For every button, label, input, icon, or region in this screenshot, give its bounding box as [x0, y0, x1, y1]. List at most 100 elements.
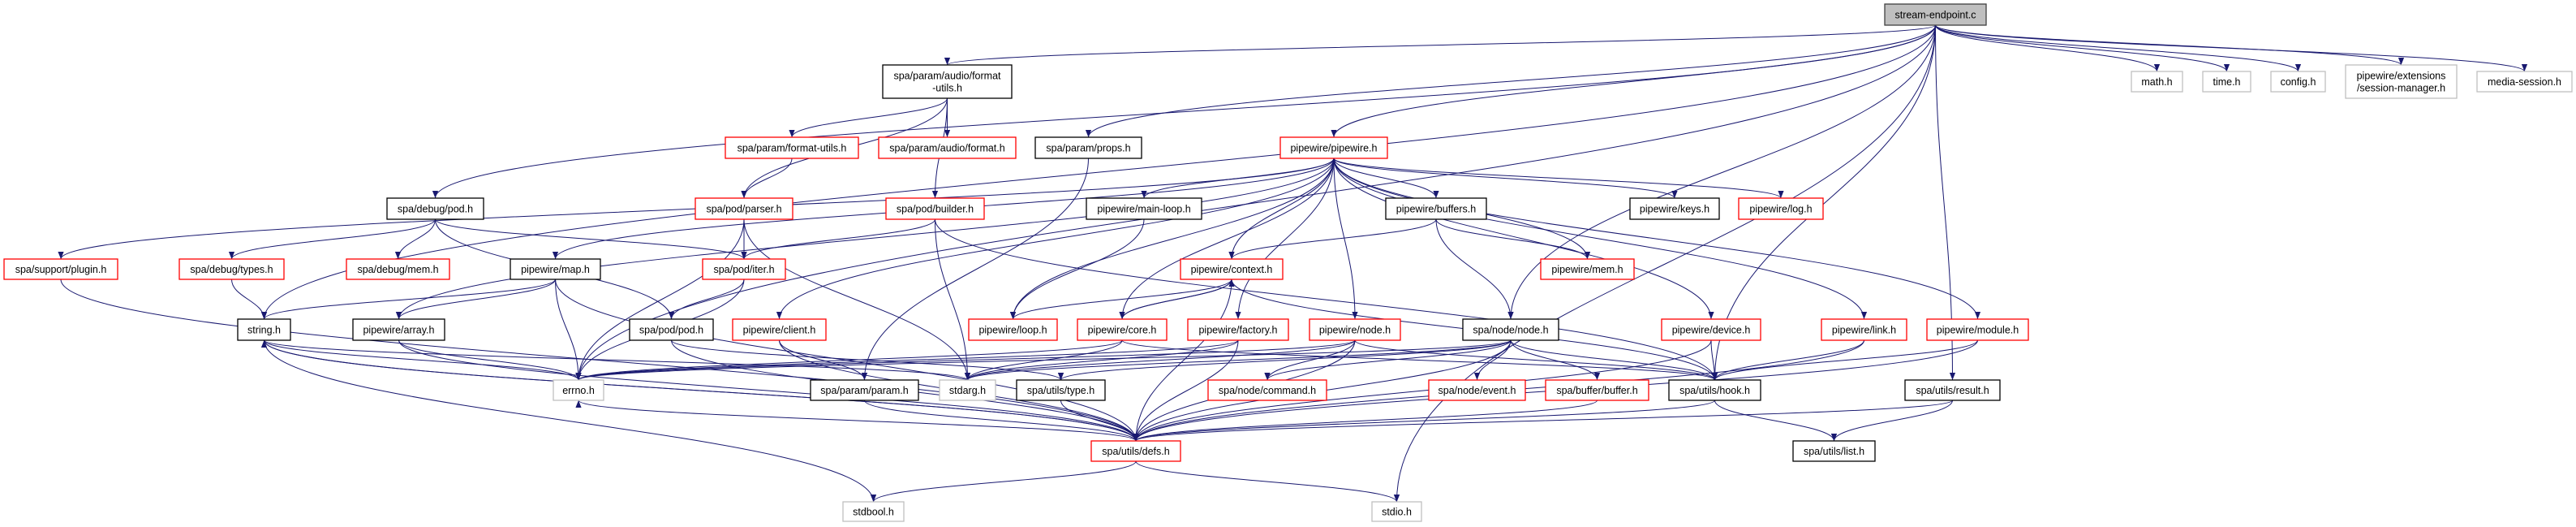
node-box[interactable]: [510, 258, 601, 280]
node-box[interactable]: [939, 379, 996, 401]
node-box[interactable]: [1016, 379, 1106, 401]
node-param[interactable]: spa/param/param.h: [810, 379, 919, 401]
node-box[interactable]: [1371, 501, 1422, 522]
node-buffers[interactable]: pipewire/buffers.h: [1385, 197, 1487, 220]
node-box[interactable]: [629, 318, 714, 341]
node-spanode[interactable]: spa/node/node.h: [1462, 318, 1559, 341]
node-box[interactable]: [1309, 318, 1401, 341]
node-root[interactable]: stream-endpoint.c: [1884, 3, 1987, 26]
node-list[interactable]: spa/utils/list.h: [1792, 440, 1876, 462]
node-fmtutils[interactable]: spa/param/format-utils.h: [725, 136, 859, 159]
node-box[interactable]: [1540, 258, 1635, 280]
node-context[interactable]: pipewire/context.h: [1180, 258, 1284, 280]
node-parser[interactable]: spa/pod/parser.h: [695, 197, 793, 220]
node-defs[interactable]: spa/utils/defs.h: [1090, 440, 1181, 462]
node-result[interactable]: spa/utils/result.h: [1904, 379, 2001, 401]
node-event[interactable]: spa/node/event.h: [1428, 379, 1526, 401]
node-time[interactable]: time.h: [2202, 71, 2251, 93]
node-box[interactable]: [810, 379, 919, 401]
node-box[interactable]: [885, 197, 985, 220]
node-box[interactable]: [725, 136, 859, 159]
node-pod[interactable]: spa/pod/pod.h: [629, 318, 714, 341]
node-errno[interactable]: errno.h: [553, 379, 604, 401]
node-afmt[interactable]: spa/param/audio/format.h: [878, 136, 1017, 159]
node-box[interactable]: [968, 318, 1058, 341]
node-box[interactable]: [695, 197, 793, 220]
node-factory[interactable]: pipewire/factory.h: [1187, 318, 1289, 341]
node-stdbool[interactable]: stdbool.h: [842, 501, 905, 522]
node-box[interactable]: [1428, 379, 1526, 401]
node-map[interactable]: pipewire/map.h: [510, 258, 601, 280]
node-box[interactable]: [878, 136, 1017, 159]
node-box[interactable]: [1385, 197, 1487, 220]
node-debugpod[interactable]: spa/debug/pod.h: [386, 197, 484, 220]
node-box[interactable]: [2270, 71, 2326, 93]
node-string[interactable]: string.h: [237, 318, 291, 341]
node-plugin[interactable]: spa/support/plugin.h: [3, 258, 118, 280]
node-box[interactable]: [2202, 71, 2251, 93]
node-loop[interactable]: pipewire/loop.h: [968, 318, 1058, 341]
node-client[interactable]: pipewire/client.h: [732, 318, 827, 341]
node-box[interactable]: [3, 258, 118, 280]
node-stdarg[interactable]: stdarg.h: [939, 379, 996, 401]
node-box[interactable]: [702, 258, 786, 280]
node-box[interactable]: [1207, 379, 1327, 401]
node-box[interactable]: [237, 318, 291, 341]
node-pwnode[interactable]: pipewire/node.h: [1309, 318, 1401, 341]
node-dmem[interactable]: spa/debug/mem.h: [346, 258, 450, 280]
node-afmtutils[interactable]: spa/param/audio/format-utils.h: [882, 64, 1013, 99]
node-mainloop[interactable]: pipewire/main-loop.h: [1086, 197, 1202, 220]
node-box[interactable]: [1738, 197, 1824, 220]
node-device[interactable]: pipewire/device.h: [1661, 318, 1761, 341]
node-type[interactable]: spa/utils/type.h: [1016, 379, 1106, 401]
node-array[interactable]: pipewire/array.h: [352, 318, 445, 341]
node-mediasess[interactable]: media-session.h: [2476, 71, 2573, 93]
node-box[interactable]: [178, 258, 285, 280]
node-box[interactable]: [2345, 64, 2458, 99]
node-props[interactable]: spa/param/props.h: [1034, 136, 1142, 159]
node-box[interactable]: [1545, 379, 1649, 401]
node-box[interactable]: [1668, 379, 1761, 401]
node-box[interactable]: [1821, 318, 1907, 341]
node-math[interactable]: math.h: [2131, 71, 2183, 93]
node-box[interactable]: [732, 318, 827, 341]
node-dtypes[interactable]: spa/debug/types.h: [178, 258, 285, 280]
node-box[interactable]: [352, 318, 445, 341]
node-sessmgr[interactable]: pipewire/extensions/session-manager.h: [2345, 64, 2458, 99]
node-box[interactable]: [1086, 197, 1202, 220]
node-box[interactable]: [1926, 318, 2029, 341]
node-hook[interactable]: spa/utils/hook.h: [1668, 379, 1761, 401]
node-stdio[interactable]: stdio.h: [1371, 501, 1422, 522]
node-box[interactable]: [882, 64, 1013, 99]
node-iter[interactable]: spa/pod/iter.h: [702, 258, 786, 280]
node-box[interactable]: [553, 379, 604, 401]
node-box[interactable]: [1792, 440, 1876, 462]
node-box[interactable]: [346, 258, 450, 280]
node-log[interactable]: pipewire/log.h: [1738, 197, 1824, 220]
node-buffer[interactable]: spa/buffer/buffer.h: [1545, 379, 1649, 401]
node-core[interactable]: pipewire/core.h: [1077, 318, 1168, 341]
node-box[interactable]: [842, 501, 905, 522]
node-keys[interactable]: pipewire/keys.h: [1629, 197, 1720, 220]
node-box[interactable]: [1661, 318, 1761, 341]
node-box[interactable]: [1884, 3, 1987, 26]
node-box[interactable]: [1077, 318, 1168, 341]
node-box[interactable]: [1279, 136, 1388, 159]
node-link[interactable]: pipewire/link.h: [1821, 318, 1907, 341]
node-mem[interactable]: pipewire/mem.h: [1540, 258, 1635, 280]
node-box[interactable]: [1629, 197, 1720, 220]
node-box[interactable]: [1180, 258, 1284, 280]
node-box[interactable]: [1090, 440, 1181, 462]
node-box[interactable]: [1904, 379, 2001, 401]
node-module[interactable]: pipewire/module.h: [1926, 318, 2029, 341]
node-box[interactable]: [1462, 318, 1559, 341]
node-box[interactable]: [1187, 318, 1289, 341]
node-box[interactable]: [2476, 71, 2573, 93]
node-pipewire[interactable]: pipewire/pipewire.h: [1279, 136, 1388, 159]
node-box[interactable]: [1034, 136, 1142, 159]
node-builder[interactable]: spa/pod/builder.h: [885, 197, 985, 220]
node-command[interactable]: spa/node/command.h: [1207, 379, 1327, 401]
node-box[interactable]: [2131, 71, 2183, 93]
node-box[interactable]: [386, 197, 484, 220]
node-config[interactable]: config.h: [2270, 71, 2326, 93]
